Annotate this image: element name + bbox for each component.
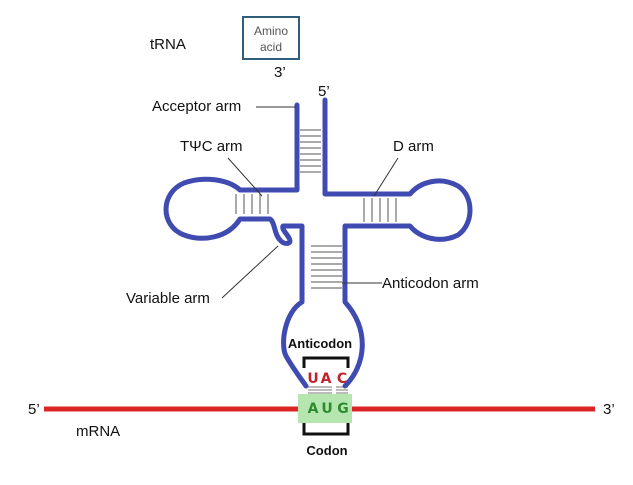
- tpsic-arm-pointer: [227, 157, 263, 197]
- anticodon-arm-label: Anticodon arm: [382, 275, 479, 292]
- mrna-three-prime-label: 3’: [603, 401, 615, 418]
- anticodon-base-1: U: [307, 371, 318, 387]
- mrna-five-prime-label: 5’: [28, 401, 40, 418]
- d-stem-pairs: [363, 198, 397, 222]
- three-prime-top-label: 3’: [274, 64, 286, 81]
- anticodon-base-2: A: [321, 371, 332, 387]
- codon-base-3: G: [337, 401, 349, 417]
- pointer-lines: [221, 106, 399, 299]
- codon-anticodon-pairs: [308, 386, 348, 394]
- mrna-label: mRNA: [76, 423, 120, 440]
- variable-arm-label: Variable arm: [126, 290, 210, 307]
- codon-label: Codon: [306, 443, 347, 458]
- acceptor-arm-label: Acceptor arm: [152, 98, 241, 115]
- codon-base-1: A: [308, 401, 319, 417]
- amino-acid-box: [242, 16, 300, 60]
- variable-arm-pointer: [221, 245, 279, 299]
- trna-backbone: [163, 97, 473, 389]
- tpsic-stem-pairs: [235, 194, 269, 214]
- anticodon-label: Anticodon: [288, 336, 352, 351]
- trna-label: tRNA: [150, 36, 186, 53]
- tpsic-arm-label: TΨC arm: [180, 138, 243, 155]
- amino-acid-label-line2: acid: [260, 40, 282, 54]
- anticodon-bracket: [302, 356, 350, 368]
- amino-acid-label-line1: Amino: [254, 24, 288, 38]
- codon-highlight: [298, 394, 352, 423]
- codon-base-2: U: [321, 401, 332, 417]
- acceptor-stem-pairs: [300, 129, 321, 173]
- d-arm-pointer: [373, 157, 399, 197]
- anticodon-stem-pairs: [311, 245, 342, 289]
- anticodon-base-3: C: [337, 371, 347, 387]
- five-prime-top-label: 5’: [318, 83, 330, 100]
- codon-bracket: [302, 423, 350, 436]
- d-arm-label: D arm: [393, 138, 434, 155]
